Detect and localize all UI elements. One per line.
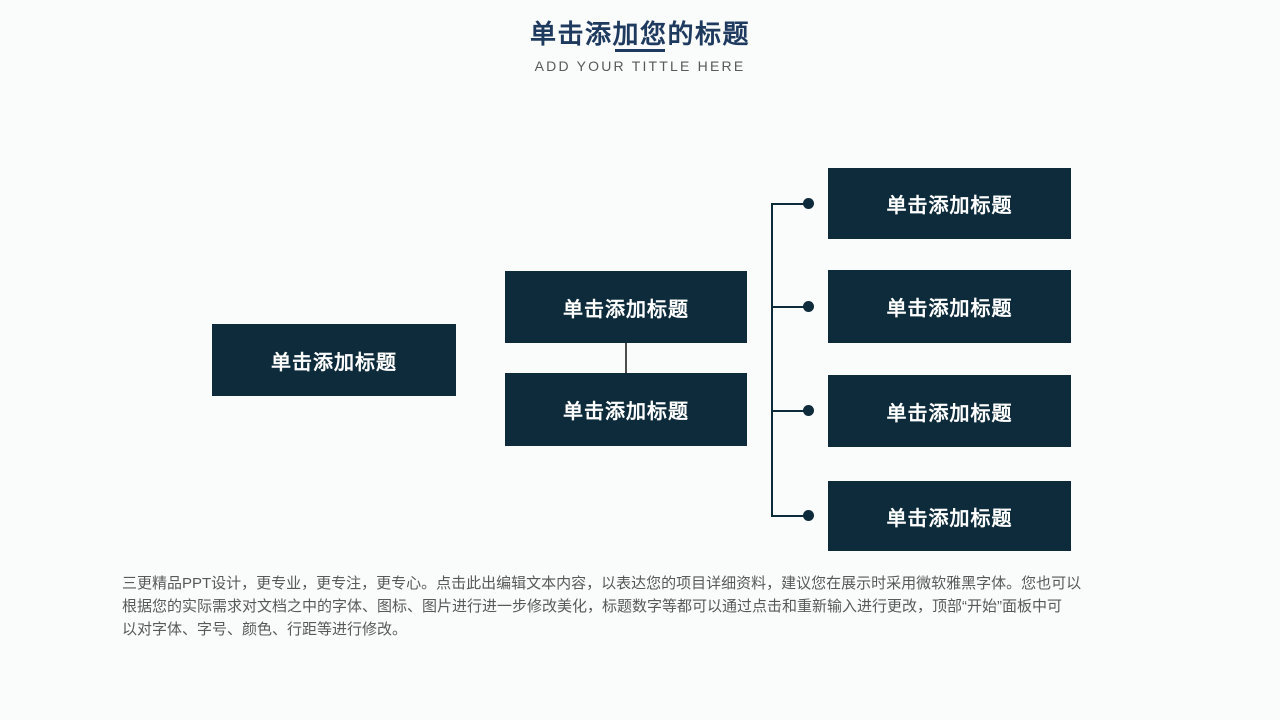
connector-branch-4	[771, 515, 804, 517]
diagram-node-leaf-3[interactable]: 单击添加标题	[828, 375, 1071, 447]
title-underline	[615, 49, 665, 52]
connector-dot-2	[803, 301, 814, 312]
diagram-node-root[interactable]: 单击添加标题	[212, 324, 456, 396]
slide-subtitle: ADD YOUR TITTLE HERE	[534, 58, 746, 74]
body-text-line: 根据您的实际需求对文档之中的字体、图标、图片进行进一步修改美化，标题数字等都可以…	[122, 598, 1062, 615]
connector-dot-3	[803, 405, 814, 416]
diagram-node-mid-2[interactable]: 单击添加标题	[505, 373, 747, 446]
diagram-node-leaf-1[interactable]: 单击添加标题	[828, 168, 1071, 239]
connector-trunk	[771, 203, 773, 517]
connector-dot-1	[803, 198, 814, 209]
diagram-node-leaf-4[interactable]: 单击添加标题	[828, 481, 1071, 551]
body-text-line: 三更精品PPT设计，更专业，更专注，更专心。点击此出编辑文本内容，以表达您的项目…	[122, 575, 1082, 592]
connector-dot-4	[803, 510, 814, 521]
body-text-line: 以对字体、字号、颜色、行距等进行修改。	[122, 621, 408, 638]
connector-branch-2	[771, 306, 804, 308]
connector-branch-1	[771, 203, 804, 205]
slide-title[interactable]: 单击添加您的标题	[529, 19, 750, 49]
diagram-node-leaf-2[interactable]: 单击添加标题	[828, 270, 1071, 343]
connector-mid-vertical	[625, 343, 627, 373]
body-text-block[interactable]: 三更精品PPT设计，更专业，更专注，更专心。点击此出编辑文本内容，以表达您的项目…	[122, 572, 1167, 641]
diagram-node-mid-1[interactable]: 单击添加标题	[505, 271, 747, 343]
connector-branch-3	[771, 410, 804, 412]
